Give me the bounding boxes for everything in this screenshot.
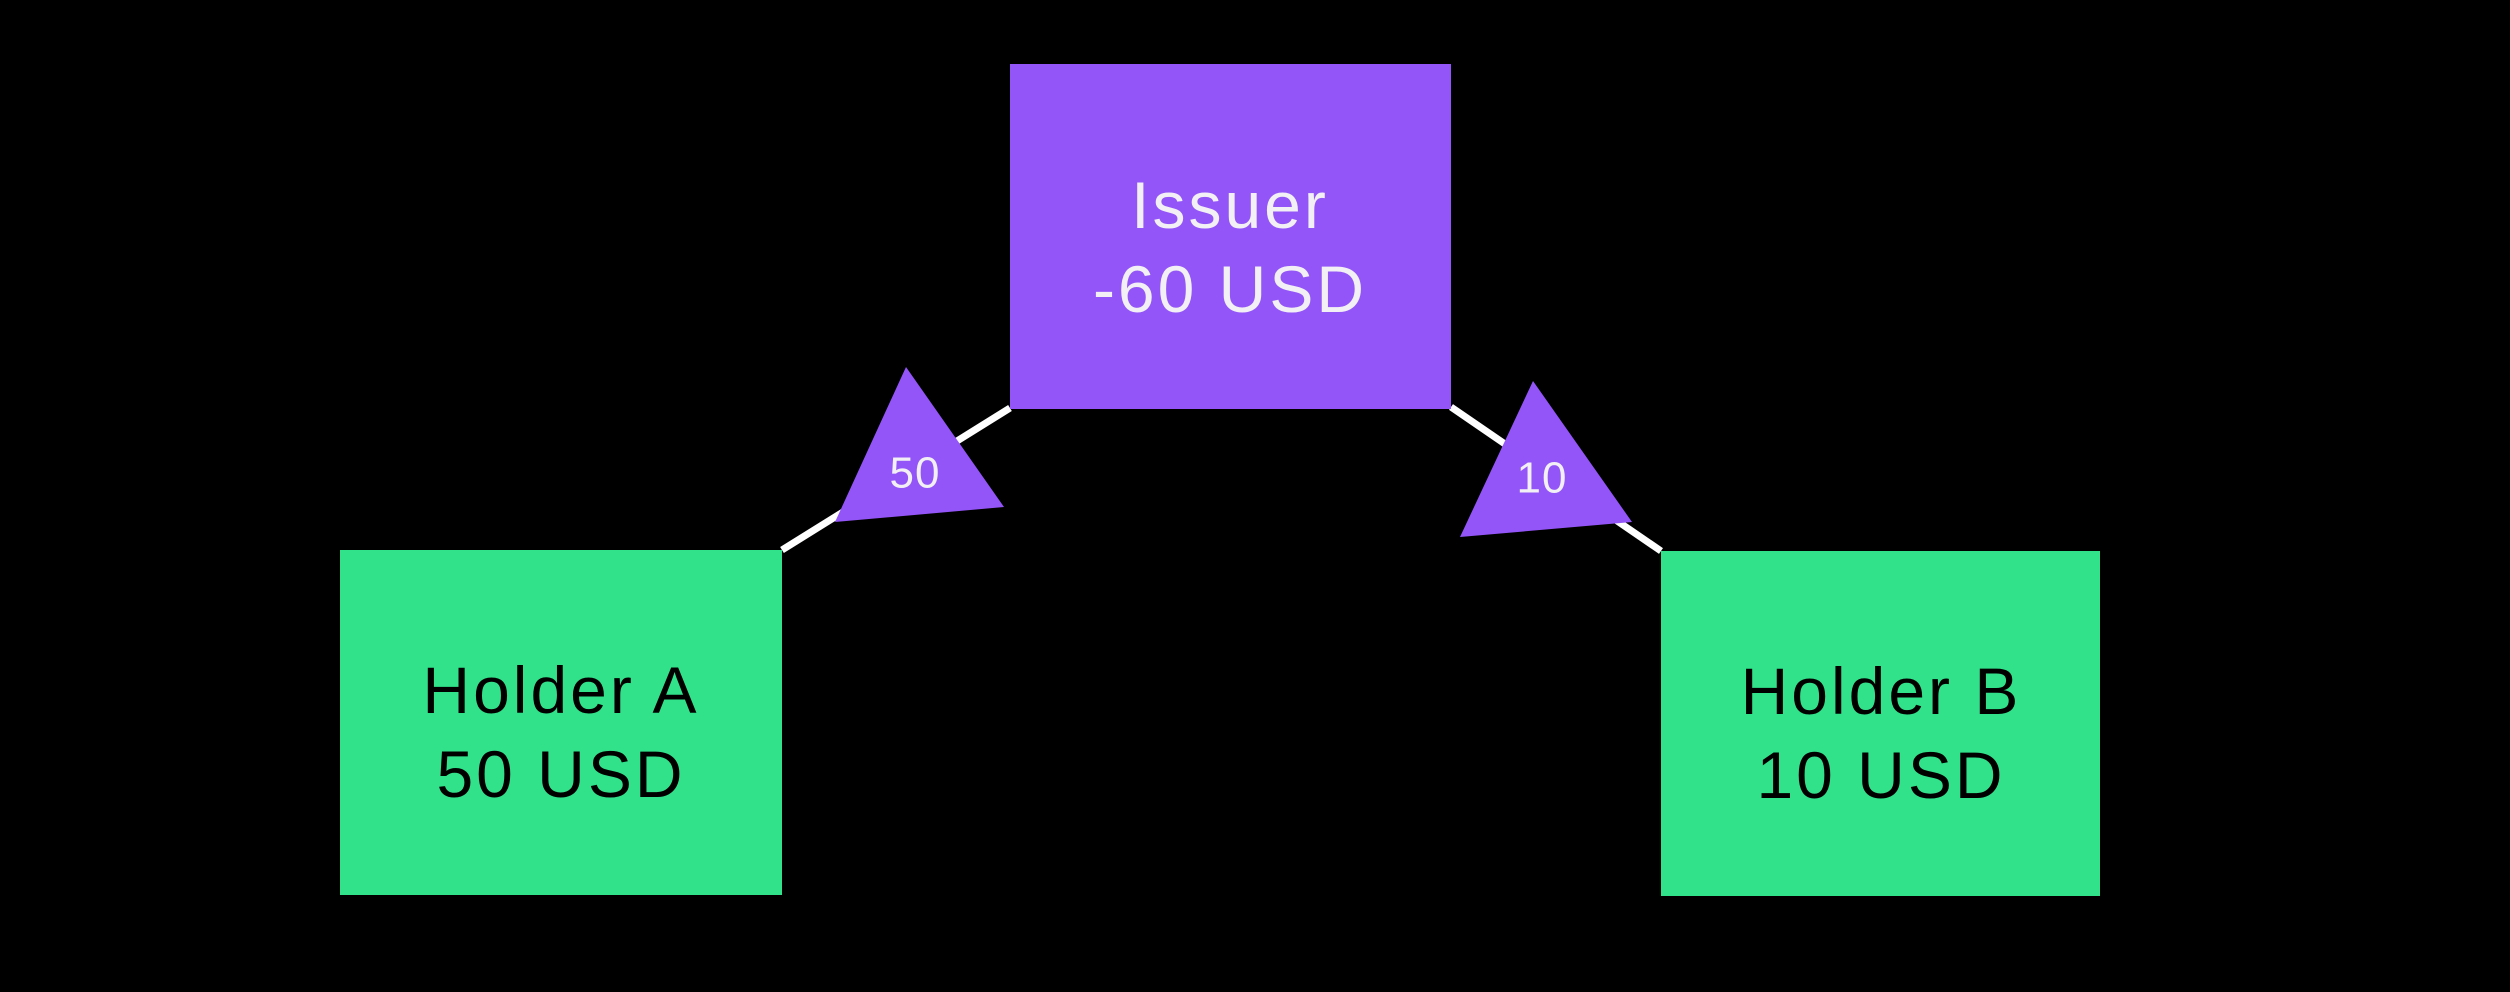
amount-label-holder-a: 50 [890, 449, 941, 498]
amount-marker-triangle-holder-a [835, 367, 1004, 522]
holder-b-node [1661, 551, 2100, 896]
holder-b-label: Holder B [1741, 654, 2022, 728]
holder-a-balance: 50 USD [436, 737, 685, 811]
amount-marker-triangle-holder-b [1460, 381, 1632, 537]
holder-a-label: Holder A [422, 653, 699, 727]
holder-b-balance: 10 USD [1756, 738, 2005, 812]
amount-label-holder-b: 10 [1517, 454, 1568, 503]
issuer-node [1010, 64, 1451, 409]
holder-a-node [340, 550, 782, 895]
issuer-label: Issuer [1131, 168, 1329, 242]
issuer-balance: -60 USD [1093, 252, 1367, 326]
